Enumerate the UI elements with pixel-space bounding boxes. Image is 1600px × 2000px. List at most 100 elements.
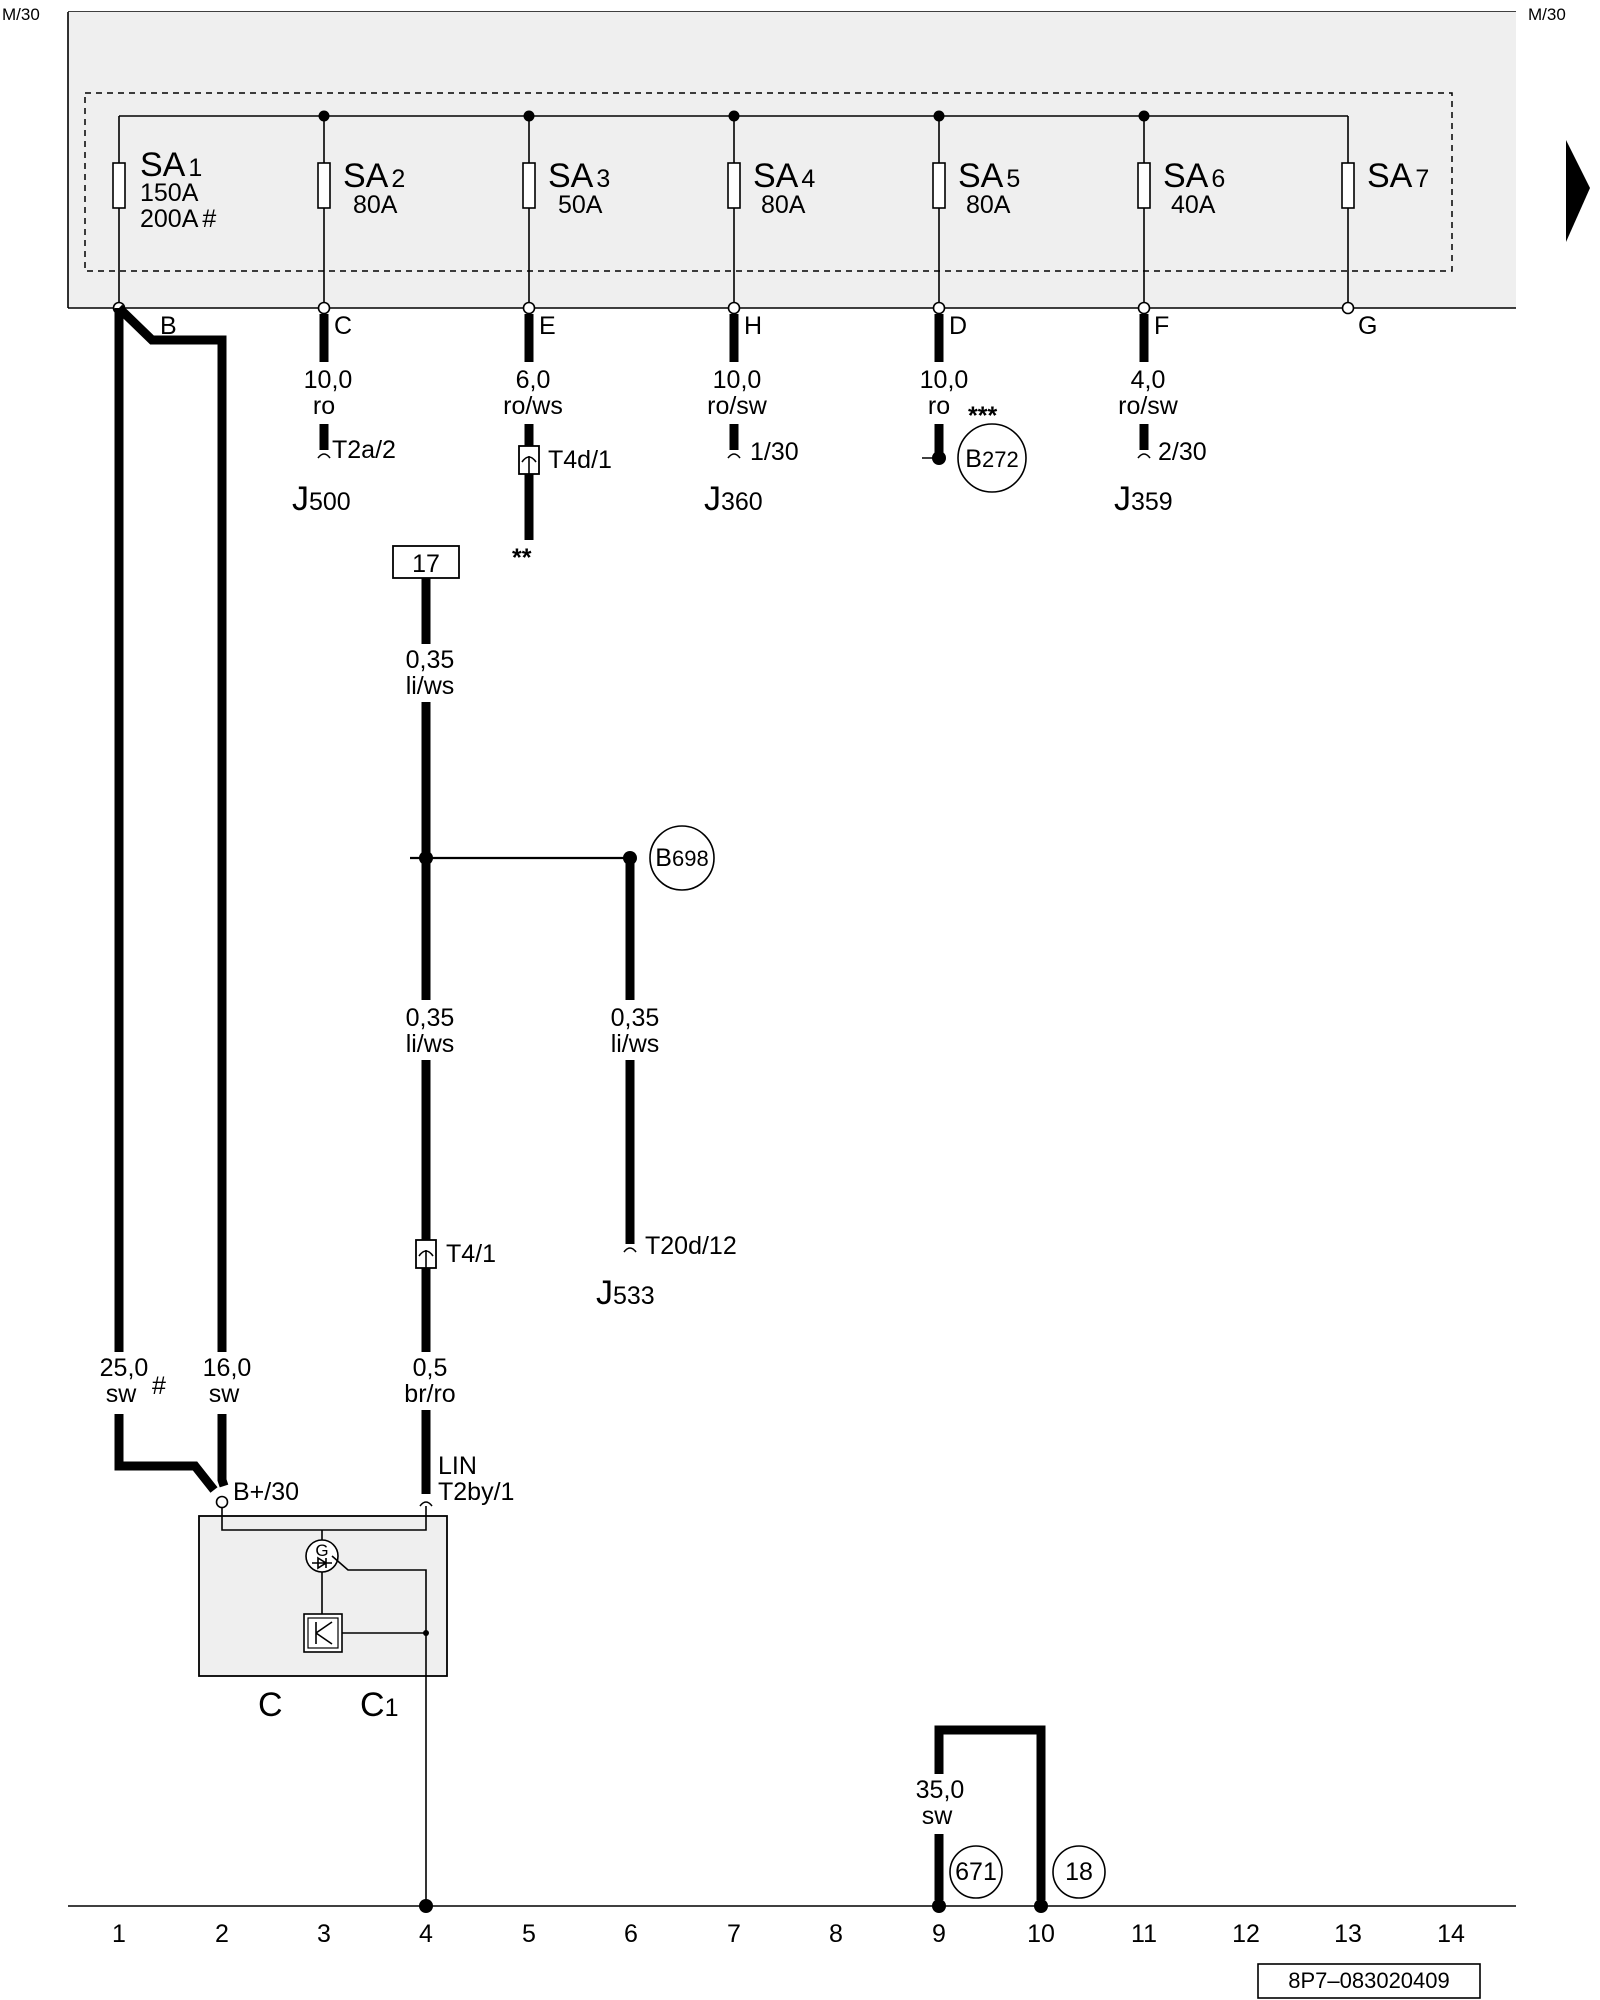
- svg-text:J359: J359: [1114, 480, 1173, 518]
- fuse-sa4-junction: [728, 110, 740, 122]
- svg-text:B272: B272: [965, 445, 1018, 473]
- alternator-b-terminal: [215, 1495, 229, 1509]
- fuse-sa1-rating: 150A: [140, 179, 199, 207]
- column-number-10: 10: [1027, 1920, 1055, 1948]
- wire-t4d-color: ro/ws: [503, 392, 563, 420]
- fuse-sa3-number: 3: [596, 165, 610, 193]
- splice-b272-junction: [932, 451, 946, 465]
- column-number-1: 1: [112, 1920, 126, 1948]
- generator-diode-icon: [312, 1556, 332, 1570]
- wire-j533-connector: T20d/12: [645, 1232, 737, 1260]
- fuse-sa2-number: 2: [391, 165, 405, 193]
- fuse-sa6-letters: SA: [1163, 157, 1209, 195]
- comp-j360-letter: J: [704, 480, 721, 518]
- wire-16sw-size: 16,0: [203, 1354, 252, 1382]
- fuse-sa7-pin: G: [1358, 312, 1377, 340]
- fuse-sa3-pin: E: [539, 312, 556, 340]
- fuse-sa4-symbol: [727, 162, 741, 209]
- svg-text:B698: B698: [655, 844, 708, 872]
- svg-text:SA6: SA6: [1163, 157, 1225, 195]
- wire-25sw-label-bg: [92, 1352, 148, 1414]
- wire-16sw-color: sw: [209, 1380, 241, 1408]
- svg-text:SA2: SA2: [343, 157, 405, 195]
- fuse-sa1-rating-alt-mark: #: [202, 205, 216, 233]
- fuse-sa3-rating: 50A: [558, 191, 603, 219]
- comp-j359-letter: J: [1114, 480, 1131, 518]
- fuse-sa2-junction: [318, 110, 330, 122]
- fuse-sa5-number: 5: [1006, 165, 1020, 193]
- doc-code: 8P7–083020409: [1288, 1968, 1450, 1993]
- svg-text:C1: C1: [360, 1686, 398, 1724]
- comp-b272-letter: B: [965, 445, 982, 473]
- fuse-sa5-terminal: [932, 301, 946, 315]
- wire-lin-connector: T4/1: [446, 1240, 496, 1268]
- fuse-sa1-rating-alt: 200A: [140, 205, 199, 233]
- ground-point-18-circle: [1052, 1845, 1106, 1899]
- fuse-sa6-junction: [1138, 110, 1150, 122]
- wire-lin-seg2-label-bg: [396, 1002, 458, 1062]
- wire-lin-junction: [419, 851, 433, 865]
- svg-text:SA5: SA5: [958, 157, 1020, 195]
- regulator-icon: [303, 1613, 343, 1653]
- wire-lin-seg1-color: li/ws: [406, 672, 455, 700]
- column-number-2: 2: [215, 1920, 229, 1948]
- wire-lin-seg4-size: 0,5: [413, 1354, 448, 1382]
- column-number-9: 9: [932, 1920, 946, 1948]
- ground-point-671-label: 671: [955, 1858, 997, 1886]
- ground-junction-10: [1034, 1899, 1048, 1913]
- svg-text:SA3: SA3: [548, 157, 610, 195]
- column-number-14: 14: [1437, 1920, 1465, 1948]
- wire-lin-seg2-color: li/ws: [406, 1030, 455, 1058]
- fuse-sa5-letters: SA: [958, 157, 1004, 195]
- fuse-sa3-junction: [523, 110, 535, 122]
- splice-b272-circle: [957, 423, 1027, 493]
- fuse-sa5-symbol: [932, 162, 946, 209]
- wire-j359-size: 4,0: [1131, 366, 1166, 394]
- svg-text:200A#: 200A#: [140, 205, 216, 233]
- wire-ground-size: 35,0: [916, 1776, 965, 1804]
- column-number-row: 1 2 3 4 5 6 7 8 9 10 11 12 13 14: [112, 1920, 1465, 1948]
- wire-j360-color: ro/sw: [707, 392, 768, 420]
- column-number-4: 4: [419, 1920, 433, 1948]
- wire-25sw-size: 25,0: [100, 1354, 149, 1382]
- continuation-arrow-icon: [1566, 140, 1590, 242]
- wire-j500-color: ro: [313, 392, 335, 420]
- svg-text:J533: J533: [596, 1274, 655, 1312]
- regulator-inner-icon: [307, 1617, 339, 1649]
- comp-j360-number: 360: [721, 488, 763, 516]
- wire-t4d-connector: T4d/1: [548, 446, 612, 474]
- fuse-sa7-number: 7: [1415, 165, 1429, 193]
- wire-ground-color: sw: [922, 1802, 954, 1830]
- fuse-sa4-rating: 80A: [761, 191, 806, 219]
- alternator-terminal-label: B+/30: [233, 1478, 299, 1506]
- splice-b698-letter: B: [655, 844, 672, 872]
- connector-j360-pin-icon: [727, 453, 741, 459]
- alternator-label-c1: C: [360, 1686, 385, 1724]
- wire-lin-label: LIN: [438, 1452, 477, 1480]
- comp-j500-number: 500: [309, 488, 351, 516]
- column-number-3: 3: [317, 1920, 331, 1948]
- regulator-transistor-icon: [315, 1621, 333, 1645]
- terminal-label-left: M/30: [2, 5, 40, 24]
- fuse-sa3-symbol: [522, 162, 536, 209]
- wire-25sw-color: sw: [106, 1380, 138, 1408]
- fuse-sa1-pin: B: [160, 312, 177, 340]
- fuse-sa1-letters: SA: [140, 146, 186, 184]
- wire-j359-color: ro/sw: [1118, 392, 1179, 420]
- wire-lin-seg1-size: 0,35: [406, 646, 455, 674]
- alternator-label-c: C: [258, 1686, 283, 1724]
- column-number-7: 7: [727, 1920, 741, 1948]
- ground-point-671-circle: [949, 1845, 1003, 1899]
- fuse-sa2-rating: 80A: [353, 191, 398, 219]
- wire-b272-color: ro: [928, 392, 950, 420]
- wire-25sw-mark: #: [152, 1372, 166, 1400]
- wire-b272-size: 10,0: [920, 366, 969, 394]
- comp-j359-number: 359: [1131, 488, 1173, 516]
- svg-text:J360: J360: [704, 480, 763, 518]
- fuse-sa2-letters: SA: [343, 157, 389, 195]
